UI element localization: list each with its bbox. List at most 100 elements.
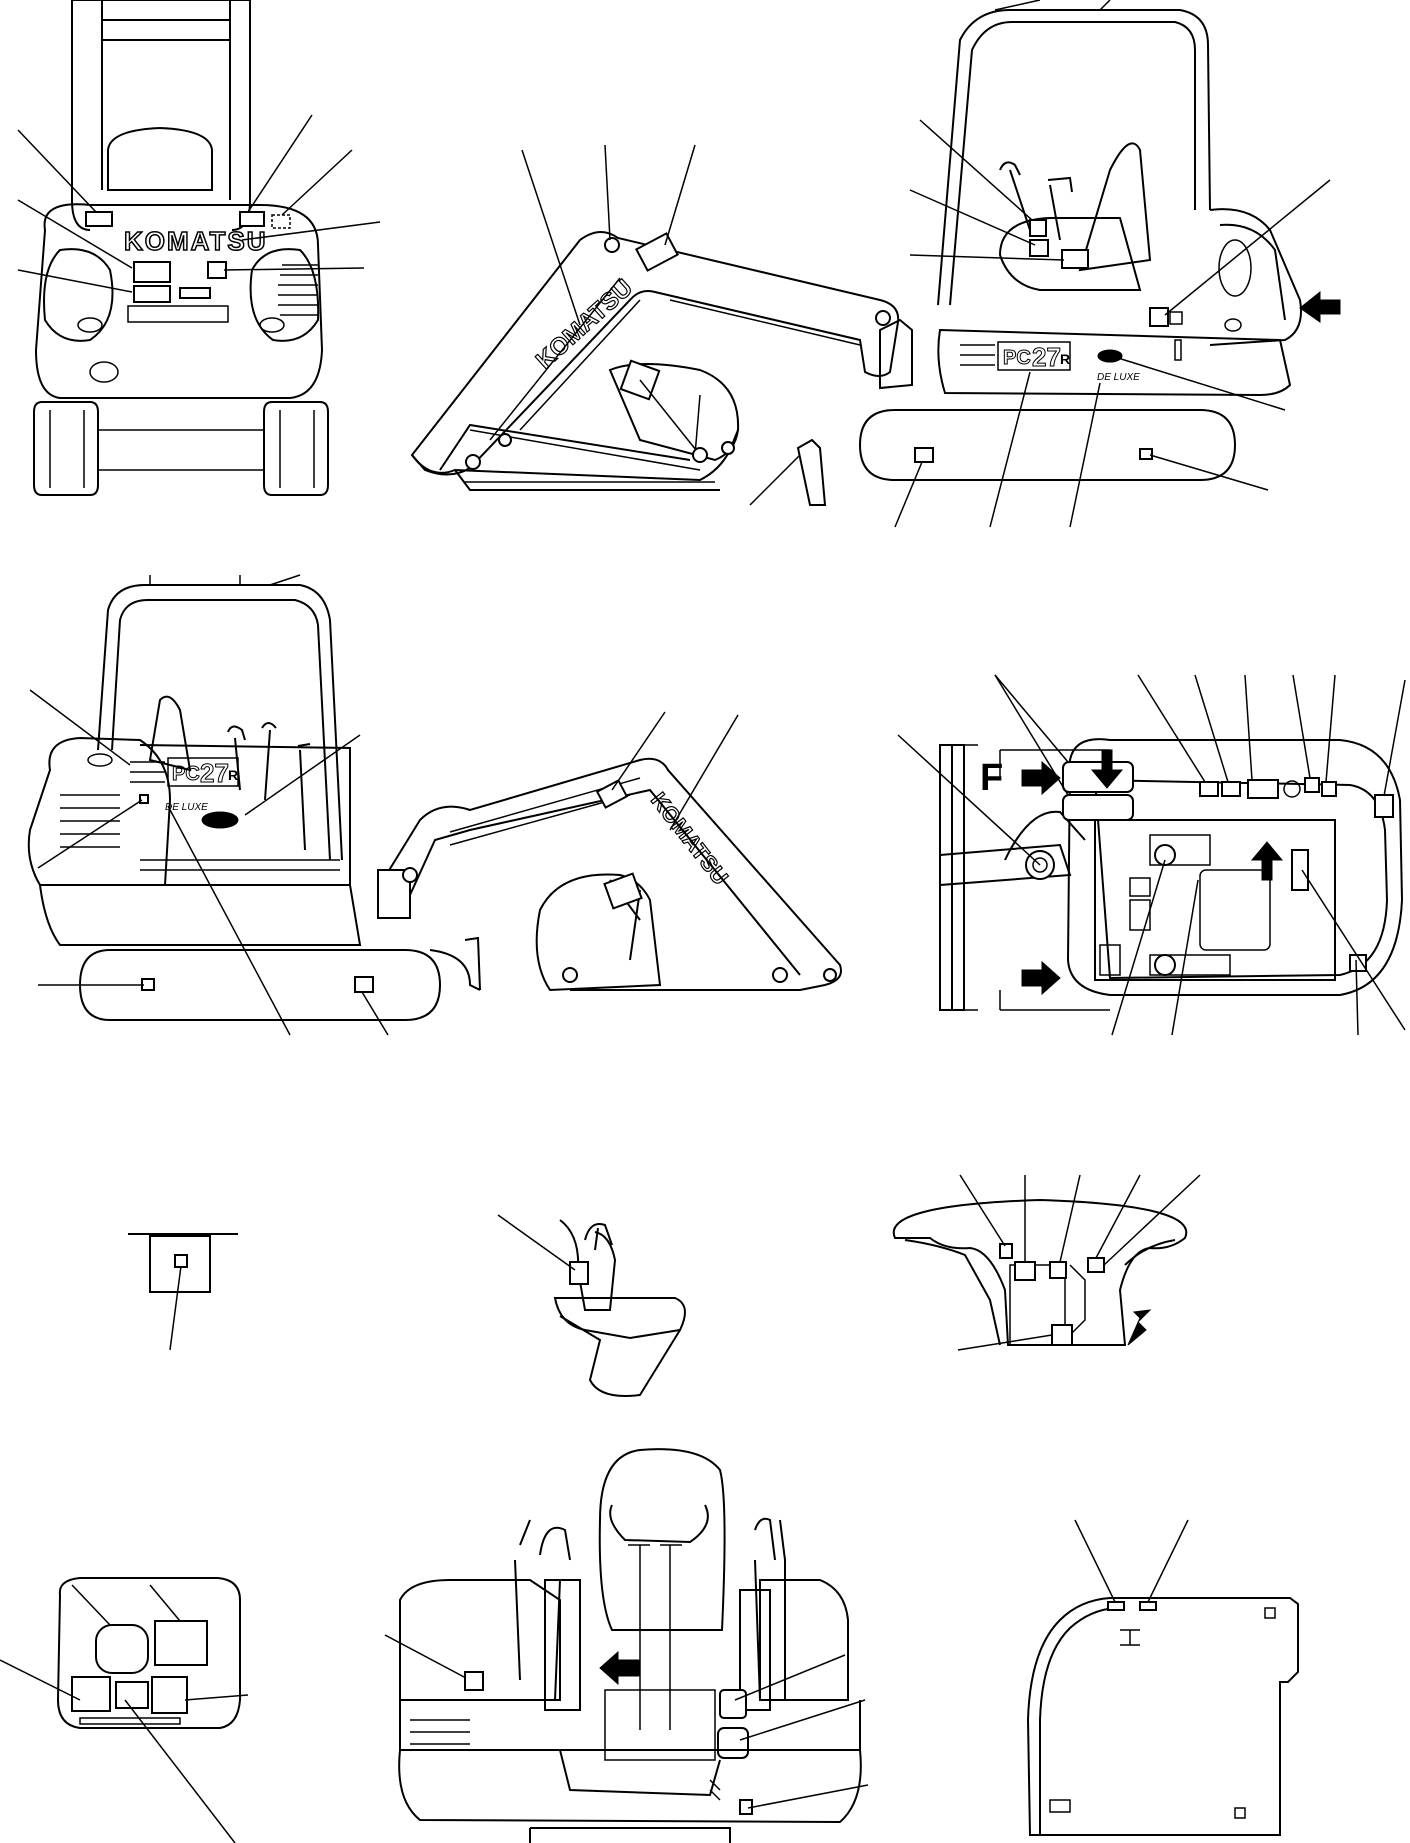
left-model-suffix: R — [228, 767, 238, 783]
decal-marker-icon — [595, 779, 629, 809]
decal-marker-icon — [174, 1254, 188, 1268]
decal-marker-icon — [133, 261, 171, 283]
leader-line — [919, 119, 1033, 221]
arrow-icon — [599, 1650, 641, 1686]
decal-marker-icon — [85, 211, 113, 227]
leader-line — [909, 254, 1065, 261]
leader-line — [1117, 357, 1286, 411]
arrow-icon — [1090, 749, 1124, 789]
leader-line — [989, 371, 1031, 528]
cab-model-suffix: R — [1060, 351, 1070, 367]
leader-line — [361, 991, 389, 1036]
leader-line — [149, 574, 301, 586]
leader-line — [184, 1694, 249, 1701]
leader-line — [1147, 1519, 1189, 1603]
leader-line — [1111, 859, 1166, 1036]
leader-line — [1301, 869, 1406, 1031]
leader-line — [241, 221, 381, 241]
leader-line — [71, 1584, 111, 1626]
leader-line — [1069, 1264, 1086, 1336]
lever-detail — [497, 1214, 686, 1397]
decal-marker-icon — [151, 1676, 188, 1714]
leader-line — [909, 189, 1036, 246]
leader-line — [247, 114, 313, 213]
leader-line — [1137, 674, 1206, 783]
leader-line — [734, 1654, 846, 1701]
leader-line — [1383, 679, 1406, 797]
leader-line — [223, 267, 365, 271]
cab-model-number: 27 — [1032, 342, 1061, 372]
decal-marker-icon — [569, 1261, 589, 1285]
leader-line — [1095, 1174, 1141, 1259]
decal-marker-icon — [999, 1243, 1013, 1259]
decal-marker-icon — [1349, 954, 1367, 972]
leader-line — [628, 1544, 682, 1730]
decal-marker-icon — [1221, 781, 1241, 797]
decal-marker-icon — [1087, 1257, 1105, 1273]
decal-marker-icon — [1304, 777, 1320, 793]
leader-line — [244, 734, 361, 816]
leader-line — [1149, 454, 1269, 491]
leader-line — [1074, 1519, 1116, 1603]
decal-marker-icon — [239, 211, 265, 227]
decal-marker-icon — [603, 872, 643, 910]
leader-line — [0, 1659, 81, 1701]
left-model-prefix: PC — [172, 763, 200, 785]
leader-line — [894, 461, 923, 528]
top-view: F — [897, 674, 1406, 1036]
leader-line — [1069, 382, 1101, 528]
leader-line — [1099, 944, 1121, 976]
leader-line — [384, 1634, 467, 1679]
leader-line — [957, 1334, 1053, 1351]
leader-line — [17, 269, 133, 293]
leader-line — [497, 1214, 576, 1271]
decal-marker-icon — [1374, 794, 1394, 818]
leader-line — [98, 429, 264, 471]
leader-line — [994, 674, 1069, 796]
arrow-icon — [1021, 760, 1061, 796]
leader-line — [664, 144, 696, 246]
decal-marker-icon — [1247, 779, 1279, 799]
decal-marker-icon — [1014, 1261, 1036, 1281]
leader-line — [1103, 1174, 1201, 1266]
leader-line — [489, 277, 861, 441]
leader-line — [960, 344, 995, 366]
decal-marker-icon — [1139, 1601, 1157, 1611]
decal-marker-icon — [354, 976, 374, 993]
panel-detail — [0, 1577, 249, 1843]
leader-line — [1171, 879, 1199, 1036]
decal-marker-icon — [1062, 794, 1134, 821]
decal-marker-icon — [179, 287, 211, 299]
leader-line — [611, 711, 666, 791]
decal-marker-icon — [719, 1689, 747, 1719]
leader-line — [1194, 674, 1229, 783]
decal-marker-icon — [1199, 781, 1219, 797]
cab-right-view: PC 27 R DE LUXE — [858, 0, 1341, 528]
leader-line — [140, 859, 340, 871]
leader-line — [709, 1779, 721, 1801]
leader-line — [749, 454, 801, 506]
leader-line — [124, 1699, 236, 1843]
decal-marker-icon — [914, 447, 934, 463]
leader-line — [669, 714, 739, 831]
leader-line — [17, 199, 133, 269]
operator-front-view — [384, 1448, 869, 1843]
leader-line — [410, 1719, 470, 1745]
leader-line — [604, 144, 611, 241]
console-detail — [892, 1174, 1201, 1351]
left-side-view: PC 27 R DE LUXE KOMATSU — [27, 574, 842, 1036]
left-trim-text: DE LUXE — [165, 802, 208, 813]
decal-marker-icon — [139, 794, 149, 804]
leader-line — [278, 264, 318, 316]
leader-line — [1059, 1174, 1081, 1263]
leader-line — [1244, 674, 1253, 781]
pedal-detail — [128, 1233, 238, 1351]
left-model-number: 27 — [200, 758, 229, 788]
leader-line — [1000, 749, 1110, 1011]
decal-marker-icon — [95, 1624, 149, 1674]
decal-marker-icon — [1029, 219, 1047, 237]
arrow-icon — [1250, 841, 1284, 881]
decal-marker-icon — [464, 1671, 484, 1691]
decal-marker-icon — [1051, 1324, 1073, 1346]
